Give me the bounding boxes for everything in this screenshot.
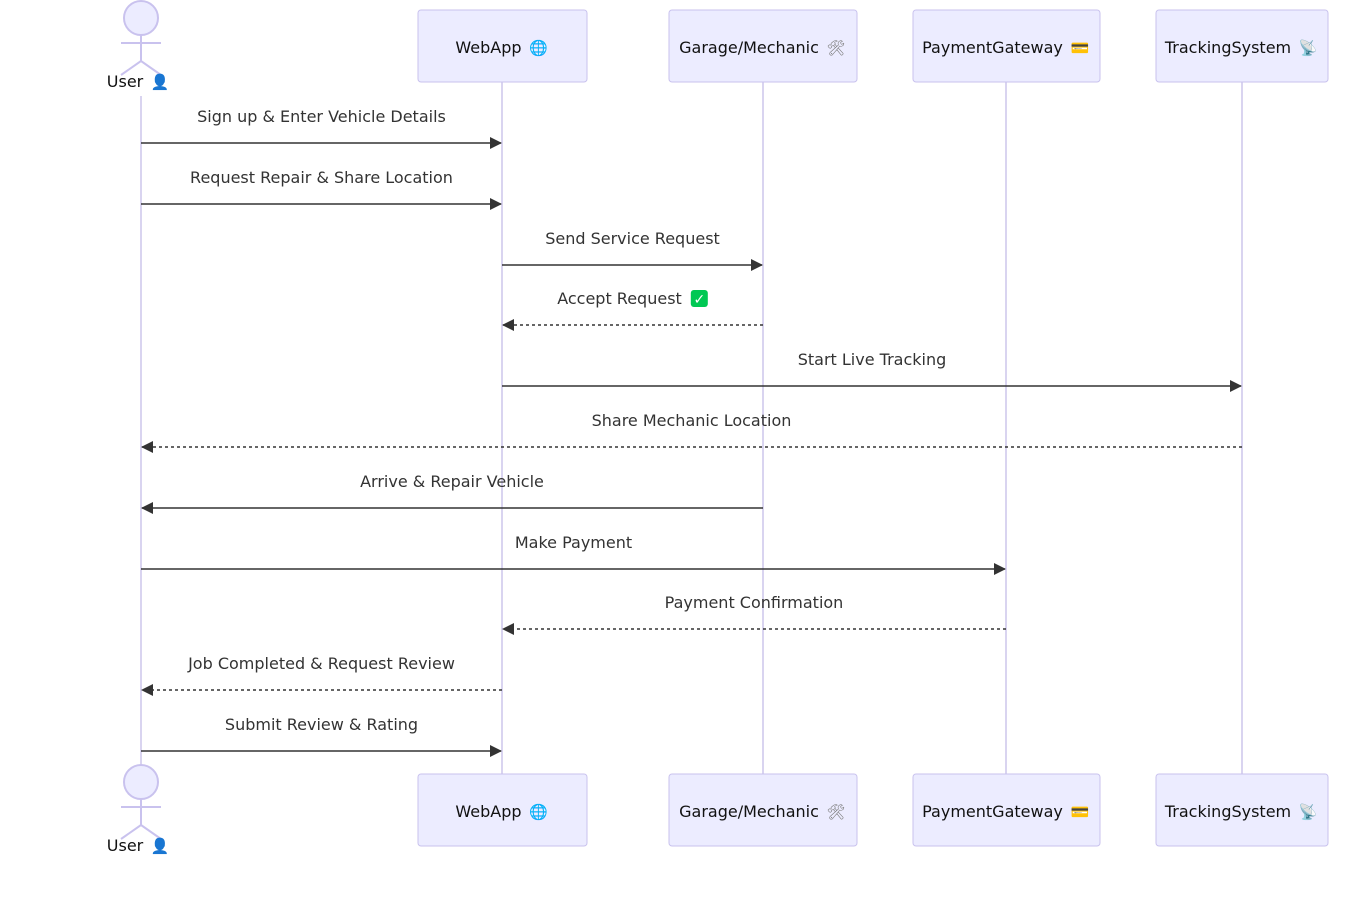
participant-garage-top: Garage/Mechanic 🛠 [668, 9, 858, 83]
participants-bottom: User 👤 WebApp 🌐 Garage/Mechanic 🛠 PaymentGatew… [107, 764, 1329, 855]
participant-user-bottom: User 👤 [107, 764, 170, 855]
participant-label: User [107, 836, 144, 855]
message-10: Job Completed & Request Review [141, 654, 502, 696]
message-label: Make Payment [515, 533, 632, 552]
globe-icon: 🌐 [529, 803, 548, 821]
participant-payment-bottom: PaymentGateway 💳 [912, 773, 1101, 847]
message-label: Share Mechanic Location [592, 411, 792, 430]
participant-box [1155, 773, 1329, 847]
participant-label: Garage/Mechanic [679, 802, 819, 821]
check-mark-icon [690, 290, 708, 307]
message-label: Arrive & Repair Vehicle [360, 472, 544, 491]
participant-box [417, 9, 588, 83]
message-4: Accept Request ✓ [502, 289, 763, 331]
participant-box [417, 773, 588, 847]
message-5: Start Live Tracking [502, 350, 1242, 392]
message-label: Start Live Tracking [798, 350, 947, 369]
message-label: Submit Review & Rating [225, 715, 418, 734]
participant-box [668, 9, 858, 83]
message-label: Send Service Request [545, 229, 720, 248]
message-7: Arrive & Repair Vehicle [141, 472, 763, 514]
actor-head [123, 764, 159, 800]
lifelines [140, 82, 1243, 774]
message-8: Make Payment [141, 533, 1006, 575]
credit-card-icon: 💳 [1071, 39, 1090, 57]
message-11: Submit Review & Rating [141, 715, 502, 757]
participant-label: PaymentGateway [922, 38, 1063, 57]
message-label: Sign up & Enter Vehicle Details [197, 107, 446, 126]
message-label: Job Completed & Request Review [187, 654, 455, 673]
check-mark-glyph: ✓ [693, 292, 705, 308]
participant-garage-bottom: Garage/Mechanic 🛠 [668, 773, 858, 847]
message-label: Request Repair & Share Location [190, 168, 453, 187]
actor-head [123, 0, 159, 36]
globe-icon: 🌐 [529, 39, 548, 57]
actor-legs [120, 823, 162, 840]
participant-label: TrackingSystem [1164, 38, 1291, 57]
participant-webapp-top: WebApp 🌐 [417, 9, 588, 83]
participant-box [912, 9, 1101, 83]
message-2: Request Repair & Share Location [141, 168, 502, 210]
participant-label: User [107, 72, 144, 91]
participant-label: PaymentGateway [922, 802, 1063, 821]
tools-icon: 🛠 [826, 803, 845, 821]
participant-label: TrackingSystem [1164, 802, 1291, 821]
participant-tracking-top: TrackingSystem 📡 [1155, 9, 1329, 83]
person-icon: 👤 [151, 837, 170, 855]
message-label: Payment Confirmation [665, 593, 844, 612]
message-6: Share Mechanic Location [141, 411, 1242, 453]
participant-user-top: User 👤 [107, 0, 170, 91]
satellite-icon: 📡 [1299, 38, 1318, 57]
actor-legs [120, 59, 162, 76]
participants-top: User 👤 WebApp 🌐 Garage/Mechanic 🛠 PaymentGatew… [107, 0, 1329, 91]
message-3: Send Service Request [502, 229, 763, 271]
message-label: Accept Request [557, 289, 682, 308]
person-icon: 👤 [151, 73, 170, 91]
tools-icon: 🛠 [826, 39, 845, 57]
participant-webapp-bottom: WebApp 🌐 [417, 773, 588, 847]
participant-box [1155, 9, 1329, 83]
participant-box [912, 773, 1101, 847]
message-9: Payment Confirmation [502, 593, 1006, 635]
participant-label: WebApp [455, 38, 521, 57]
credit-card-icon: 💳 [1071, 803, 1090, 821]
participant-tracking-bottom: TrackingSystem 📡 [1155, 773, 1329, 847]
satellite-icon: 📡 [1299, 802, 1318, 821]
message-1: Sign up & Enter Vehicle Details [141, 107, 502, 149]
participant-label: Garage/Mechanic [679, 38, 819, 57]
participant-label: WebApp [455, 802, 521, 821]
participant-payment-top: PaymentGateway 💳 [912, 9, 1101, 83]
participant-box [668, 773, 858, 847]
